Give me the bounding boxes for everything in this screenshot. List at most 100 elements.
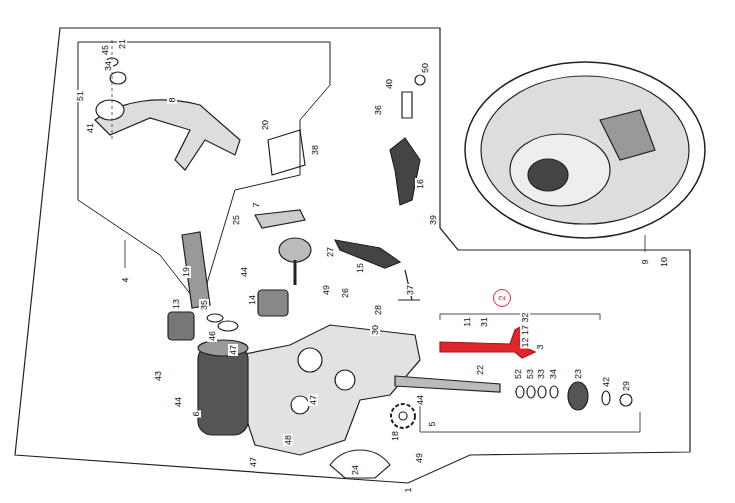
callout-number: 35 (199, 299, 209, 311)
callout-number: 4 (120, 276, 130, 283)
callout-number: 48 (283, 434, 293, 446)
hub-inner (481, 76, 689, 224)
callout-number: 42 (601, 376, 611, 388)
lever (255, 210, 305, 228)
cone (568, 382, 588, 410)
washer (538, 386, 546, 398)
callout-number: 12 17 32 (520, 311, 530, 348)
hub-bore (528, 159, 568, 191)
callout-number: 30 (370, 324, 380, 336)
group-outline (15, 28, 690, 483)
callout-number: 37 (405, 284, 415, 296)
callout-number: 8 (167, 96, 177, 103)
callout-number: 14 (247, 294, 257, 306)
callout-number: 1 (403, 486, 413, 493)
callout-number: 39 (428, 214, 438, 226)
callout-number: 5 (427, 420, 437, 427)
callout-number: 6 (191, 410, 201, 417)
sleeve (168, 312, 194, 340)
cylinder (198, 345, 248, 435)
callout-number: 50 (420, 62, 430, 74)
washer (550, 386, 558, 398)
callout-number: 38 (310, 144, 320, 156)
callout-number: 11 (462, 316, 472, 327)
washer (110, 72, 126, 84)
callout-number: 44 (173, 396, 183, 408)
spindle (182, 232, 210, 308)
callout-number: 20 (260, 119, 270, 131)
callout-number: 21 (117, 38, 127, 50)
callout-number: 36 (373, 104, 383, 116)
callout-number: 19 (181, 266, 191, 278)
callout-number: 15 (355, 262, 365, 274)
lever (390, 138, 420, 205)
callout-number: 24 (350, 464, 360, 476)
callout-circle: 2 (493, 289, 511, 307)
nut (415, 75, 425, 85)
callout-number: 47 (228, 344, 238, 356)
callout-number: 47 (248, 456, 258, 468)
callout-number: 31 (479, 316, 489, 328)
bracket (420, 398, 640, 432)
washer (602, 391, 610, 405)
callout-number: 9 (640, 258, 650, 265)
pedal-arm (95, 100, 240, 170)
callout-number: 25 (231, 214, 241, 226)
shaft (294, 260, 297, 285)
nut (620, 394, 632, 406)
callout-number: 34 (103, 60, 113, 72)
pawl (600, 110, 655, 160)
callout-number: 18 (390, 430, 400, 442)
callout-number: 46 (207, 330, 217, 342)
leader-line (645, 235, 646, 252)
bore (335, 370, 355, 390)
callout-number: 16 (415, 178, 425, 190)
sleeve (258, 290, 288, 316)
wrench (330, 450, 390, 478)
center-line (112, 40, 113, 140)
callout-number: 7 (251, 201, 261, 208)
bore (291, 396, 309, 414)
bushing (96, 100, 124, 120)
washer (207, 314, 223, 322)
hub-core (510, 134, 610, 206)
washer (527, 386, 535, 398)
callout-number: 13 (171, 298, 181, 310)
axle (395, 376, 500, 392)
spring (398, 270, 420, 300)
callout-number: 23 (573, 368, 583, 380)
cylinder-end (198, 340, 248, 356)
hub-shell (465, 62, 705, 238)
callout-number: 51 (75, 90, 85, 102)
callout-number: 29 (621, 380, 631, 392)
callout-number: 33 (536, 368, 546, 380)
sprocket (391, 404, 415, 428)
callout-number: 45 (100, 44, 110, 56)
callout-number: 44 (239, 266, 249, 278)
washer (218, 321, 238, 331)
callout-number: 28 (373, 304, 383, 316)
leader-line (125, 240, 126, 268)
lever (335, 240, 400, 268)
washer (516, 386, 524, 398)
callout-number: 53 (525, 368, 535, 380)
callout-number: 41 (85, 122, 95, 134)
callout-number: 49 (321, 284, 331, 296)
callout-number: 47 (308, 394, 318, 406)
callout-number: 26 (340, 287, 350, 299)
hub (399, 412, 407, 420)
callout-number: 2 (497, 295, 507, 300)
callout-number: 27 (325, 246, 335, 258)
cam (279, 238, 311, 262)
callout-number: 10 (659, 256, 669, 268)
callout-number: 43 (153, 370, 163, 382)
plate (268, 130, 305, 175)
callout-number: 40 (384, 78, 394, 90)
callout-number: 44 (415, 394, 425, 406)
spring (402, 92, 412, 118)
callout-number: 52 (513, 368, 523, 380)
callout-number: 3 (535, 343, 545, 350)
